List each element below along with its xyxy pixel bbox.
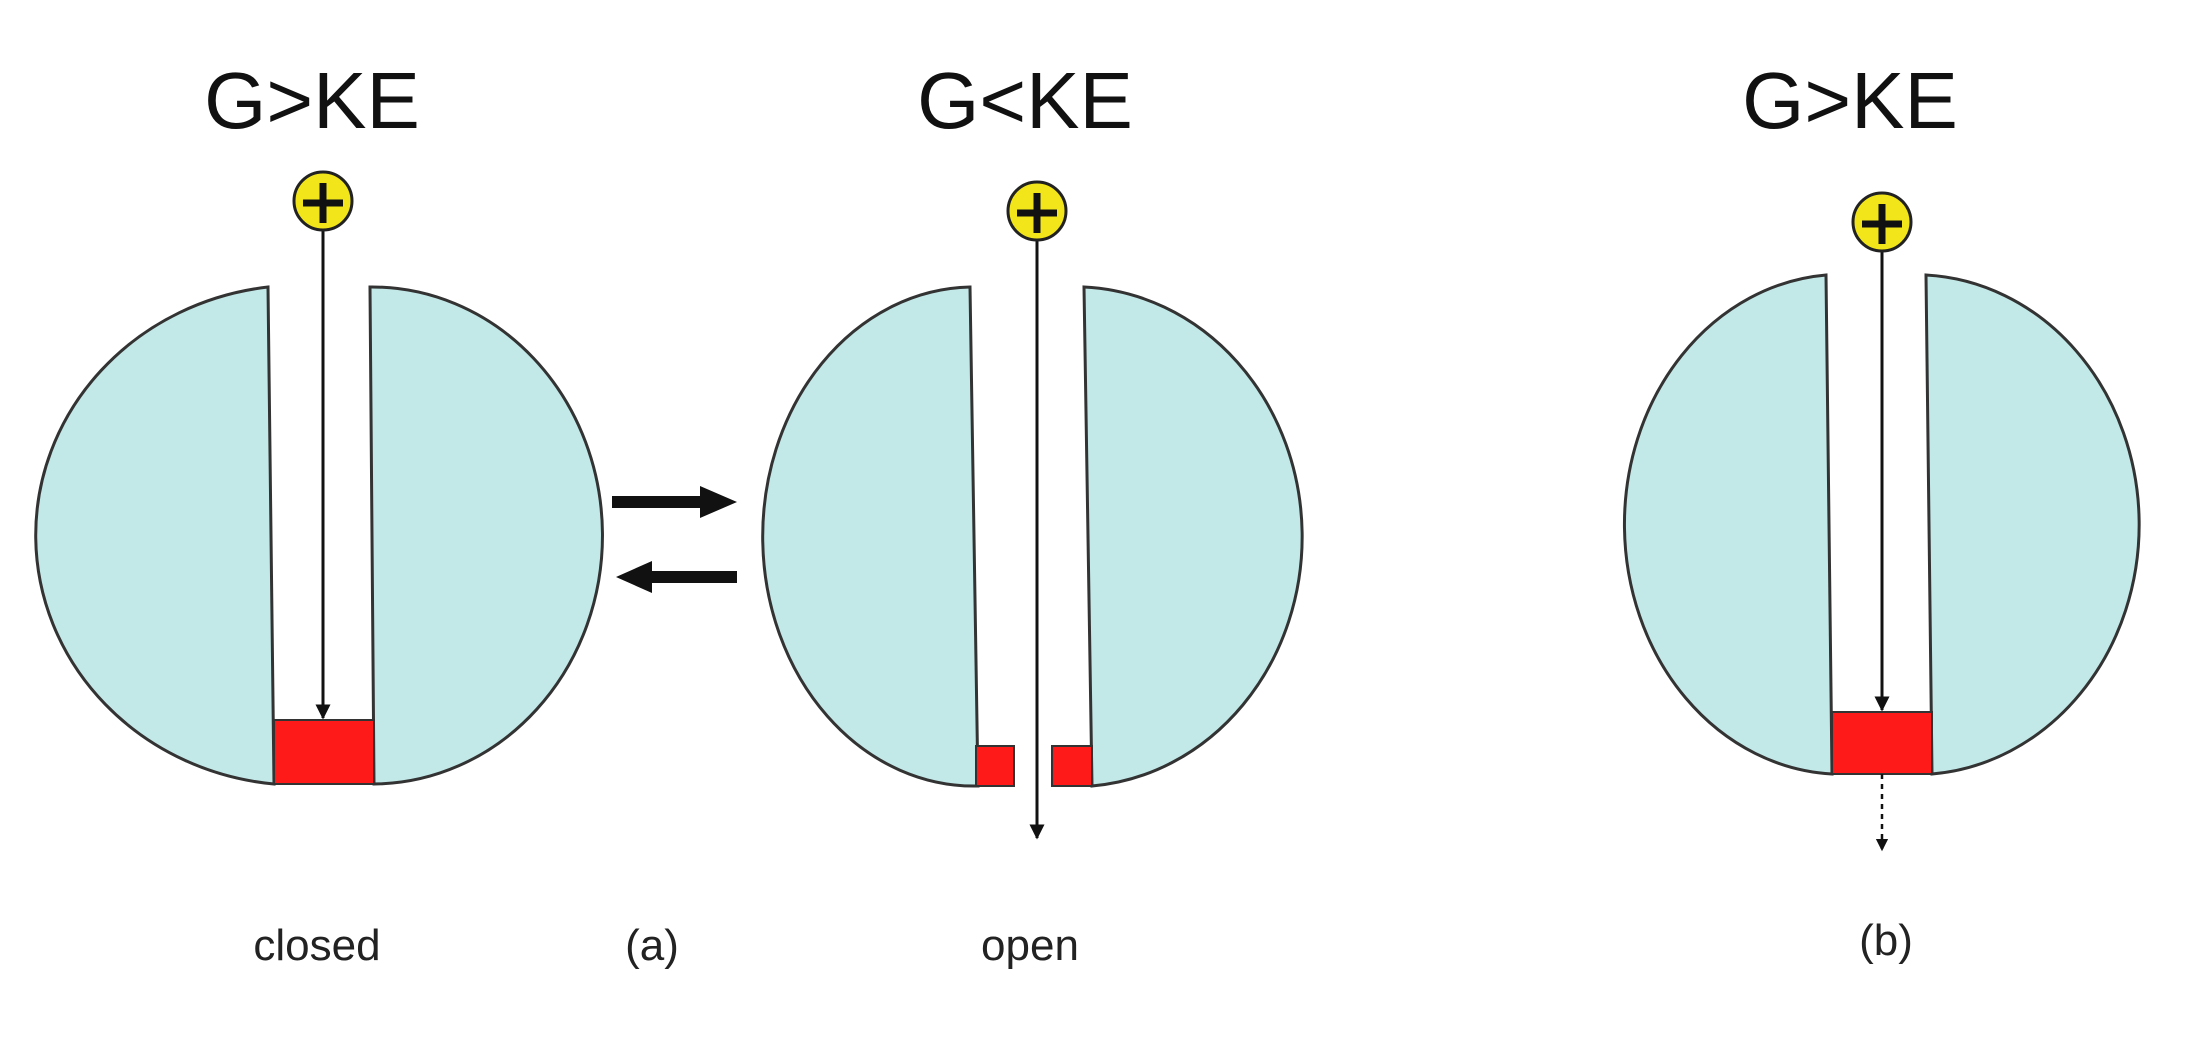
panel-b-right-lobe xyxy=(1924,273,2141,776)
panel-closed: G>KE closed xyxy=(34,56,604,970)
positive-ion-icon xyxy=(292,170,354,232)
part-label-b: (b) xyxy=(1859,916,1913,965)
panel-open-state-label: open xyxy=(981,921,1079,970)
panel-closed-left-lobe xyxy=(34,285,276,786)
panel-open-right-gate xyxy=(1051,745,1093,787)
panel-open: G<KE open xyxy=(761,56,1304,970)
panel-open-left-lobe xyxy=(761,285,980,788)
panel-open-left-gate xyxy=(975,745,1015,787)
panel-closed-right-lobe xyxy=(368,285,604,786)
panel-b-gate xyxy=(1831,711,1933,775)
panel-closed-gate xyxy=(273,719,375,785)
panel-closed-condition: G>KE xyxy=(204,56,420,145)
panel-open-right-lobe xyxy=(1082,285,1304,788)
positive-ion-icon xyxy=(1006,180,1068,242)
panel-b: G>KE (b) xyxy=(1622,56,2141,965)
panel-closed-state-label: closed xyxy=(253,921,380,970)
positive-ion-icon xyxy=(1851,191,1913,253)
equilibrium-arrows-icon xyxy=(612,486,737,593)
panel-b-condition: G>KE xyxy=(1742,56,1958,145)
panel-b-left-lobe xyxy=(1622,273,1834,776)
panel-open-condition: G<KE xyxy=(917,56,1133,145)
part-label-a: (a) xyxy=(625,921,679,970)
